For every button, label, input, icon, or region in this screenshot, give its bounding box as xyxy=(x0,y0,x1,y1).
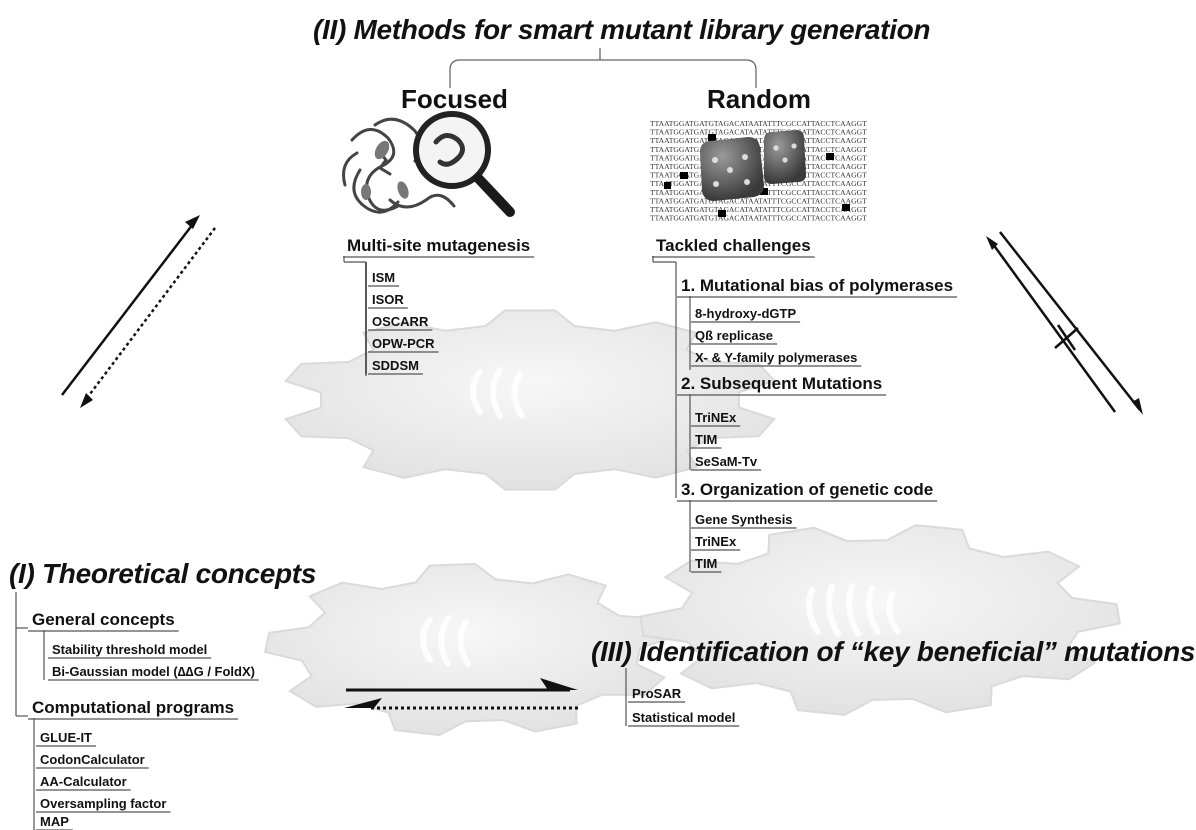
dna-sequence-line: TTAATGGATGATGTAGACATAATATTTCGCCATTACCTCA… xyxy=(650,205,867,214)
focused-item: SDDSM xyxy=(372,358,419,373)
arrows-methods-identification xyxy=(986,231,1143,415)
focused-item: OSCARR xyxy=(372,314,429,329)
gear-top xyxy=(283,309,777,491)
challenge-item: TriNEx xyxy=(695,534,737,549)
random-header: Tackled challenges xyxy=(656,236,811,255)
identification-item: Statistical model xyxy=(632,710,736,725)
methods-title: (II) Methods for smart mutant library ge… xyxy=(313,14,931,45)
dna-sequence-line: TTAATGGATGATGTAGACATAATATTTCGCCATTACCTCA… xyxy=(650,128,867,137)
dna-sequence-line: TTAATGGATGATGTAGACATAATATTTCGCCATTACCTCA… xyxy=(650,196,867,205)
arrows-theory-methods xyxy=(61,215,216,408)
challenge-title: 1. Mutational bias of polymerases xyxy=(681,276,954,295)
general-header: General concepts xyxy=(32,610,175,629)
dna-sequence-line: TTAATGGATGATGTAGACATAATATTTCGCCATTACCTCA… xyxy=(650,119,867,128)
arrows-theory-identification xyxy=(344,678,578,710)
general-item: Stability threshold model xyxy=(52,642,208,657)
programs-header: Computational programs xyxy=(32,698,235,717)
challenge-item: TIM xyxy=(695,556,718,571)
random-label: Random xyxy=(707,84,811,114)
program-item: AA-Calculator xyxy=(40,774,127,789)
program-item: CodonCalculator xyxy=(40,752,145,767)
gear-right xyxy=(639,524,1121,716)
focused-item: OPW-PCR xyxy=(372,336,435,351)
challenge-item: 8-hydroxy-dGTP xyxy=(695,306,797,321)
theoretical-title: (I) Theoretical concepts xyxy=(9,558,317,589)
dna-sequence-line: TTAATGGATGATGTAGACATAATATTTCGCCATTACCTCA… xyxy=(650,136,867,145)
challenge-title: 3. Organization of genetic code xyxy=(681,480,934,499)
challenge-item: TriNEx xyxy=(695,410,737,425)
methods-bracket xyxy=(449,59,757,88)
dna-dice-image: TTAATGGATGATGTAGACATAATATTTCGCCATTACCTCA… xyxy=(650,119,867,223)
challenge-item: Gene Synthesis xyxy=(695,512,793,527)
program-item: Oversampling factor xyxy=(40,796,167,811)
gear-left xyxy=(263,562,675,737)
focused-header: Multi-site mutagenesis xyxy=(347,236,531,255)
focused-label: Focused xyxy=(401,84,508,114)
challenge-item: Qß replicase xyxy=(695,328,774,343)
challenge-item: SeSaM-Tv xyxy=(695,454,758,469)
focused-item: ISOR xyxy=(372,292,404,307)
challenge-item: TIM xyxy=(695,432,718,447)
focused-item: ISM xyxy=(372,270,396,285)
challenge-item: X- & Y-family polymerases xyxy=(695,350,858,365)
identification-title: (III) Identification of “key beneficial”… xyxy=(591,636,1196,667)
program-item: MAP xyxy=(40,814,69,829)
challenge-title: 2. Subsequent Mutations xyxy=(681,374,883,393)
identification-item: ProSAR xyxy=(632,686,682,701)
program-item: GLUE-IT xyxy=(40,730,92,745)
dna-sequence-line: TTAATGGATGATGTAGACATAATATTTCGCCATTACCTCA… xyxy=(650,214,867,223)
general-item: Bi-Gaussian model (∆∆G / FoldX) xyxy=(52,664,255,679)
protein-magnifier-image xyxy=(342,111,515,217)
